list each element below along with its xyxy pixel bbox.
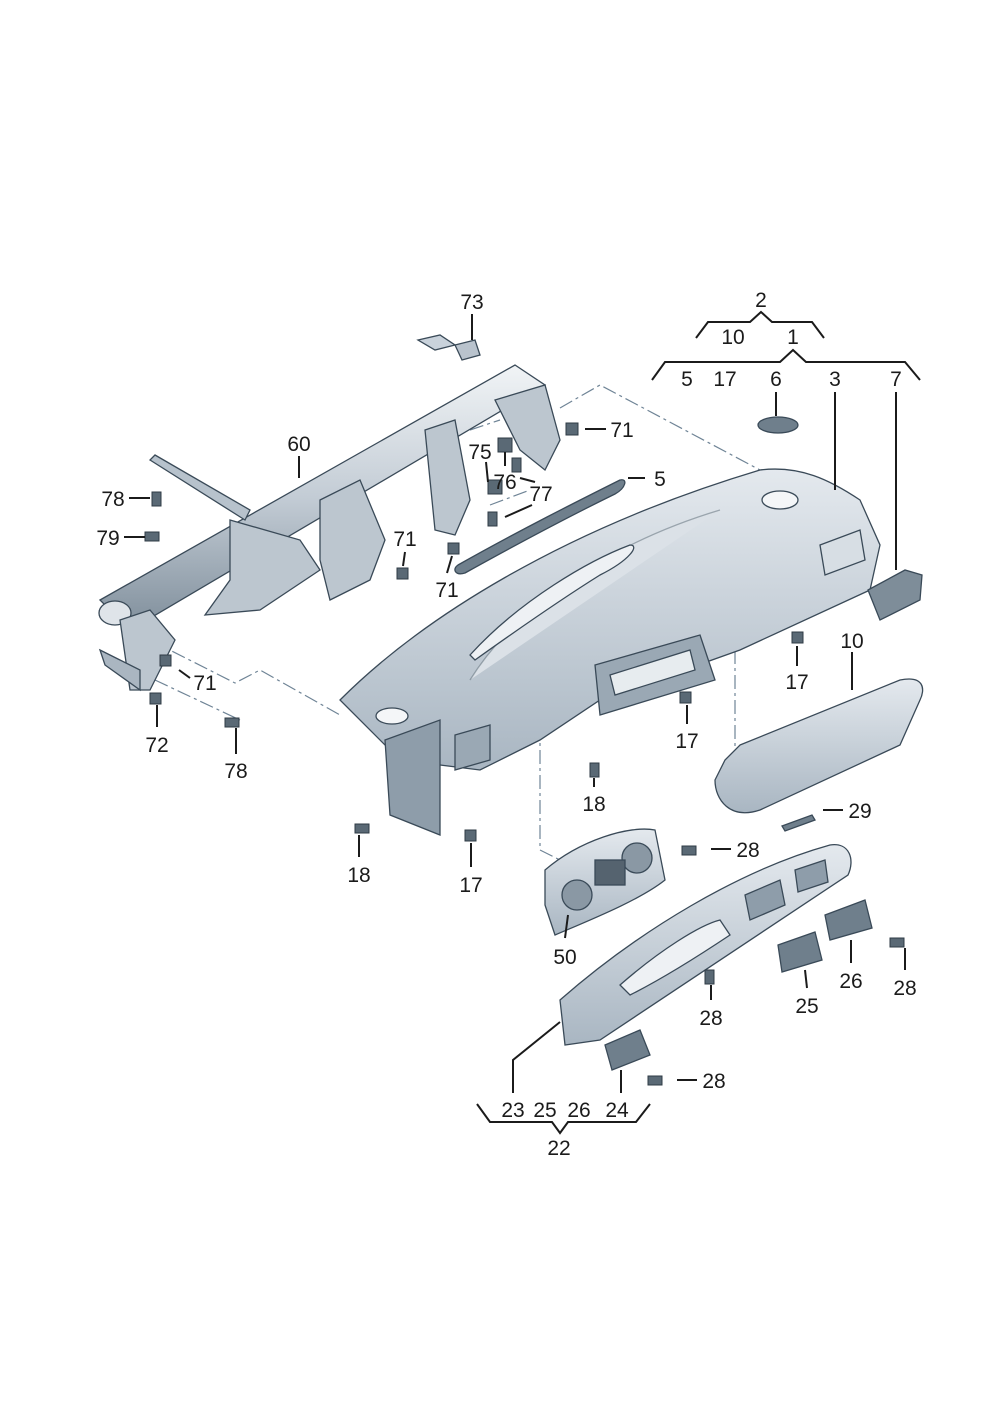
callout-28d: 28 — [702, 1070, 725, 1093]
callout-labels: 73 2 10 1 5 17 6 3 7 71 60 75 76 77 5 78… — [96, 289, 916, 1160]
callout-71b: 71 — [393, 528, 416, 551]
instrument-cluster — [544, 828, 666, 936]
callout-26b: 26 — [567, 1099, 590, 1122]
glovebox-lid — [714, 678, 924, 814]
callout-17: 17 — [713, 368, 736, 391]
callout-29: 29 — [848, 800, 871, 823]
trim-strip — [781, 814, 816, 832]
callout-1: 1 — [787, 326, 799, 349]
callout-10: 10 — [721, 326, 744, 349]
callout-18: 18 — [582, 793, 605, 816]
callout-17d: 17 — [459, 874, 482, 897]
leader-lines — [124, 310, 921, 1135]
vent-25 — [777, 931, 823, 973]
callout-28: 28 — [736, 839, 759, 862]
callout-25: 25 — [795, 995, 818, 1018]
callout-25b: 25 — [533, 1099, 556, 1122]
callout-50: 50 — [553, 946, 576, 969]
cross-member-beam — [98, 364, 561, 692]
vent-24 — [604, 1029, 651, 1071]
callout-23: 23 — [501, 1099, 524, 1122]
vent-26 — [824, 899, 873, 941]
callout-5b: 5 — [654, 468, 666, 491]
fasteners — [144, 422, 905, 1086]
trim-panel — [559, 844, 852, 1046]
callout-79: 79 — [96, 527, 119, 550]
callout-28c: 28 — [699, 1007, 722, 1030]
callout-77: 77 — [529, 483, 552, 506]
callout-5: 5 — [681, 368, 693, 391]
callout-76: 76 — [493, 471, 516, 494]
defrost-grille — [454, 479, 626, 575]
callout-26: 26 — [839, 970, 862, 993]
callout-22: 22 — [547, 1137, 570, 1160]
callout-18b: 18 — [347, 864, 370, 887]
callout-72: 72 — [145, 734, 168, 757]
callout-75: 75 — [468, 441, 491, 464]
dashboard-panel — [339, 468, 881, 836]
callout-78b: 78 — [224, 760, 247, 783]
bracket-73 — [416, 334, 481, 361]
callout-60: 60 — [287, 433, 310, 456]
callout-10b: 10 — [840, 630, 863, 653]
callout-6: 6 — [770, 368, 782, 391]
callout-3: 3 — [829, 368, 841, 391]
speaker-cover — [757, 416, 799, 434]
callout-7: 7 — [890, 368, 902, 391]
callout-71d: 71 — [193, 672, 216, 695]
callout-17b: 17 — [785, 671, 808, 694]
callout-71c: 71 — [435, 579, 458, 602]
side-vent — [867, 569, 923, 621]
callout-2: 2 — [755, 289, 767, 312]
callout-24: 24 — [605, 1099, 629, 1122]
callout-78: 78 — [101, 488, 124, 511]
callout-17c: 17 — [675, 730, 698, 753]
callout-73: 73 — [460, 291, 483, 314]
callout-28b: 28 — [893, 977, 916, 1000]
callout-71: 71 — [610, 419, 633, 442]
